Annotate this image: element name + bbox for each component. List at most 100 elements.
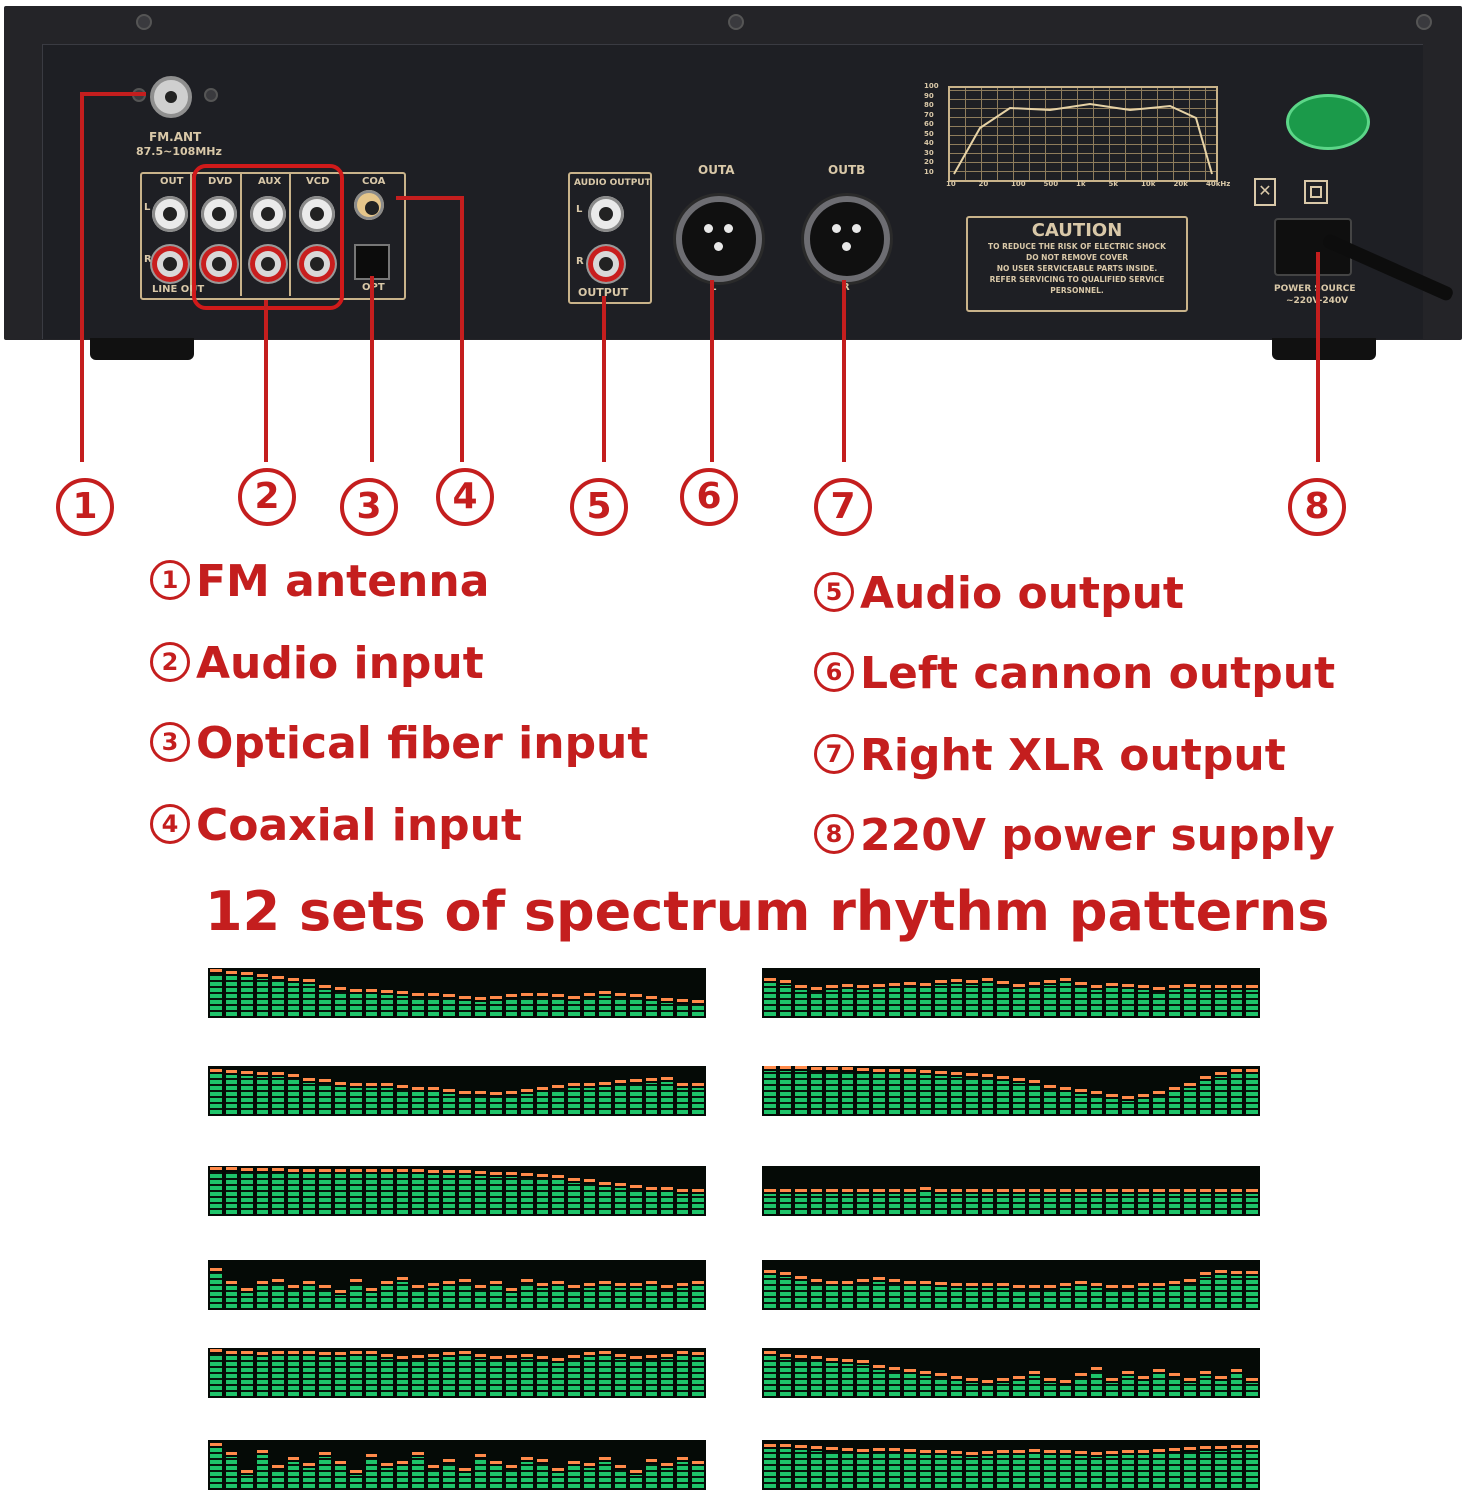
spectrum-peak-cap (272, 976, 284, 979)
spectrum-peak-cap (256, 1168, 269, 1171)
spectrum-peak-cap (692, 1083, 704, 1086)
spectrum-peak-cap (599, 991, 611, 994)
spectrum-bar (241, 1356, 253, 1396)
spectrum-bar (552, 1090, 564, 1114)
spectrum-bar (904, 1286, 916, 1308)
spectrum-peak-cap (966, 1189, 978, 1192)
spectrum-peak-cap (443, 1459, 455, 1462)
spectrum-peak-cap (272, 1465, 284, 1468)
jack-label-out: OUT (160, 176, 184, 187)
spectrum-peak-cap (225, 971, 238, 974)
power-inlet[interactable] (1274, 218, 1352, 276)
spectrum-peak-cap (567, 1285, 580, 1288)
optical-input-port[interactable] (354, 244, 390, 280)
aux-r-jack[interactable] (250, 246, 286, 282)
spectrum-bar (857, 1284, 869, 1308)
spectrum-peak-cap (795, 985, 807, 988)
spectrum-peak-cap (981, 1283, 994, 1286)
spectrum-bar (630, 1475, 642, 1488)
spectrum-peak-cap (888, 1448, 901, 1451)
spectrum-pattern-6 (762, 1166, 1260, 1216)
spectrum-bar (1137, 990, 1150, 1016)
spectrum-bar (474, 1459, 487, 1488)
spectrum-bar (795, 1450, 807, 1488)
spectrum-peak-cap (1121, 1285, 1134, 1288)
spectrum-peak-cap (256, 1281, 269, 1284)
spectrum-peak-cap (1090, 1091, 1103, 1094)
spectrum-peak-cap (474, 1454, 487, 1457)
dvd-r-jack[interactable] (201, 246, 237, 282)
spectrum-peak-cap (857, 1068, 869, 1071)
spectrum-peak-cap (661, 998, 673, 1001)
spectrum-bar (381, 1468, 393, 1488)
spectrum-peak-cap (1044, 980, 1056, 983)
spectrum-peak-cap (241, 972, 253, 975)
spectrum-bar (1215, 1451, 1227, 1488)
spectrum-peak-cap (676, 1083, 689, 1086)
line-out-r-jack[interactable] (152, 246, 188, 282)
spectrum-peak-cap (1153, 1189, 1165, 1192)
fm-antenna-connector[interactable] (150, 76, 192, 118)
spectrum-bar (966, 1383, 978, 1396)
left-xlr-output-connector[interactable] (676, 196, 762, 282)
spectrum-bar (950, 1194, 963, 1214)
spectrum-peak-cap (427, 1465, 440, 1468)
line-out-l-jack[interactable] (152, 196, 188, 232)
spectrum-peak-cap (599, 1182, 611, 1185)
spectrum-peak-cap (1137, 1376, 1150, 1379)
spectrum-peak-cap (1199, 1189, 1212, 1192)
spectrum-peak-cap (795, 1355, 807, 1358)
spectrum-peak-cap (459, 1170, 471, 1173)
aux-l-jack[interactable] (250, 196, 286, 232)
spectrum-peak-cap (1059, 1087, 1072, 1090)
spectrum-bar (567, 1088, 580, 1114)
spectrum-peak-cap (1215, 1446, 1227, 1449)
spectrum-bar (1230, 1276, 1243, 1308)
spectrum-bar (599, 1087, 611, 1114)
spectrum-peak-cap (287, 978, 300, 981)
spectrum-bar (676, 1356, 689, 1396)
spectrum-peak-cap (919, 1070, 932, 1073)
coaxial-input-jack[interactable] (354, 190, 384, 220)
spectrum-peak-cap (1059, 1450, 1072, 1453)
spectrum-bar (490, 1361, 502, 1396)
spectrum-bar (919, 1455, 932, 1488)
spectrum-bar (872, 1074, 885, 1114)
spectrum-bar (857, 990, 869, 1016)
spectrum-bar (1121, 1194, 1134, 1214)
spectrum-peak-cap (614, 1283, 627, 1286)
callout-8: 8 (1288, 478, 1346, 536)
spectrum-peak-cap (536, 993, 549, 996)
spectrum-bar (287, 1462, 300, 1488)
spectrum-bar (521, 1359, 533, 1396)
spectrum-peak-cap (1230, 1069, 1243, 1072)
spectrum-peak-cap (1184, 1447, 1196, 1450)
spectrum-peak-cap (350, 1470, 362, 1473)
spectrum-peak-cap (459, 996, 471, 999)
spectrum-peak-cap (1230, 1271, 1243, 1274)
audio-output-r-jack[interactable] (588, 246, 624, 282)
spectrum-peak-cap (630, 1283, 642, 1286)
spectrum-bar (256, 1357, 269, 1396)
spectrum-peak-cap (614, 993, 627, 996)
spectrum-peak-cap (1013, 1450, 1025, 1453)
spectrum-peak-cap (1199, 985, 1212, 988)
spectrum-peak-cap (935, 1189, 947, 1192)
right-xlr-output-connector[interactable] (804, 196, 890, 282)
spectrum-pattern-11 (208, 1440, 706, 1490)
spectrum-peak-cap (614, 1465, 627, 1468)
vcd-l-jack[interactable] (299, 196, 335, 232)
spectrum-peak-cap (1028, 1285, 1041, 1288)
spectrum-peak-cap (795, 1445, 807, 1448)
spectrum-bar (459, 1175, 471, 1214)
spectrum-peak-cap (966, 1378, 978, 1381)
spectrum-bar (1168, 990, 1181, 1016)
spectrum-peak-cap (1230, 985, 1243, 988)
spectrum-peak-cap (1215, 985, 1227, 988)
audio-output-l-jack[interactable] (588, 196, 624, 232)
vcd-r-jack[interactable] (299, 246, 335, 282)
dvd-l-jack[interactable] (201, 196, 237, 232)
spectrum-bar (303, 1174, 315, 1214)
spectrum-bar (919, 988, 932, 1016)
spectrum-bar (1184, 1383, 1196, 1396)
